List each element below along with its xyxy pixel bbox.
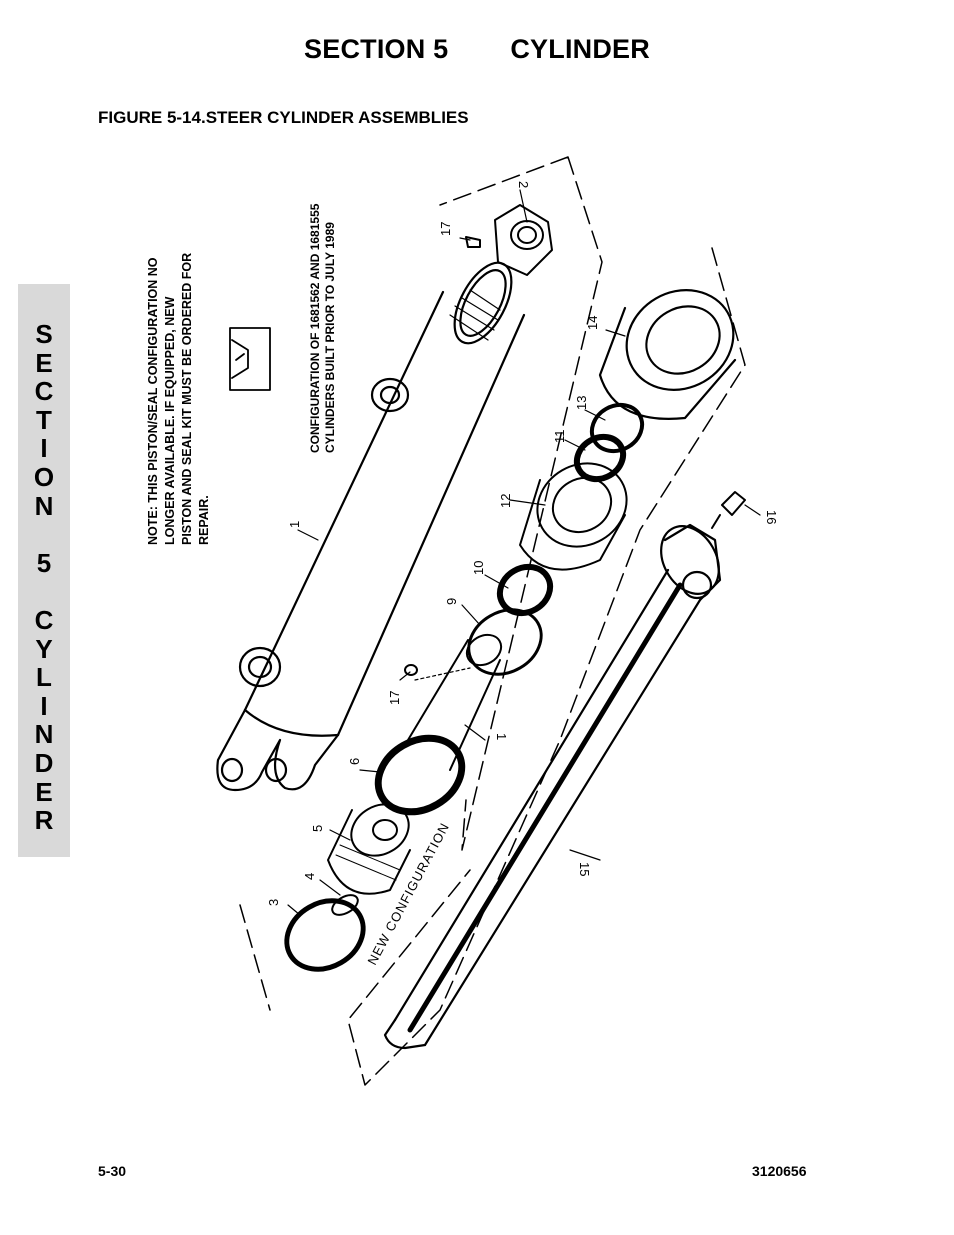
callout-2: 2 — [516, 181, 531, 188]
figure-title: FIGURE 5-14.STEER CYLINDER ASSEMBLIES — [98, 108, 469, 127]
piston-5-part — [327, 803, 411, 895]
section-number: SECTION 5 — [304, 34, 449, 64]
callout-1-barrel: 1 — [287, 521, 302, 528]
leader-lines — [287, 189, 761, 916]
callout-16: 16 — [764, 510, 779, 524]
callout-11: 11 — [552, 430, 567, 444]
callout-3: 3 — [266, 899, 281, 906]
side-tab-letter: R — [34, 805, 54, 836]
barrel-part — [216, 261, 526, 792]
note-text-block: NOTE: THIS PISTON/SEAL CONFIGURATION NO … — [146, 253, 211, 545]
callout-17-lower: 17 — [387, 691, 402, 705]
side-tab-letter: C — [34, 376, 54, 407]
callout-6: 6 — [347, 758, 362, 765]
page-header: SECTION 5 CYLINDER — [0, 34, 954, 65]
document-number: 3120656 — [752, 1163, 807, 1179]
grease-fitting-16-part — [711, 491, 746, 529]
note-line-1: NOTE: THIS PISTON/SEAL CONFIGURATION NO — [146, 257, 160, 545]
fitting-17-lower — [404, 664, 418, 676]
rod-15-part — [383, 523, 722, 1050]
note-line-4: REPAIR. — [197, 495, 211, 545]
piston-12-part — [519, 462, 628, 571]
callout-13: 13 — [574, 396, 589, 410]
callout-1-tube: 1 — [494, 733, 509, 740]
ring-4-part — [331, 894, 359, 916]
page-number: 5-30 — [98, 1163, 127, 1179]
head-part — [598, 289, 737, 420]
config-outline-dashed — [239, 156, 603, 1011]
side-tab-letter: S — [35, 319, 53, 349]
side-tab-letter: Y — [35, 633, 53, 664]
seal-13-part — [589, 402, 645, 454]
callout-9: 9 — [444, 598, 459, 605]
note-line-2: LONGER AVAILABLE. IF EQUIPPED, NEW — [163, 296, 177, 545]
side-tab-letter: 5 — [36, 547, 52, 578]
callout-4: 4 — [302, 873, 317, 880]
section-title: CYLINDER — [510, 34, 650, 64]
side-tab-letter: D — [34, 747, 54, 778]
config-line-2: CYLINDERS BUILT PRIOR TO JULY 1989 — [323, 222, 337, 453]
callout-numbers: 2 17 1 14 13 11 12 10 9 17 1 6 5 4 3 16 … — [266, 181, 779, 906]
config-text-block: CONFIGURATION OF 1681562 AND 1681555 CYL… — [308, 203, 337, 453]
side-tab-letter: I — [40, 690, 48, 721]
side-tab-letter: E — [35, 347, 53, 378]
callout-5: 5 — [310, 825, 325, 832]
side-tab-letter: T — [36, 404, 52, 435]
side-tab-letter: O — [33, 461, 55, 492]
seal-11-part — [573, 433, 627, 483]
side-tab-letter: N — [34, 719, 54, 750]
seal-10-part — [496, 563, 554, 617]
callout-10: 10 — [471, 561, 486, 575]
note-line-3: PISTON AND SEAL KIT MUST BE ORDERED FOR — [180, 253, 194, 545]
callout-17-upper: 17 — [438, 222, 453, 236]
config-line-1: CONFIGURATION OF 1681562 AND 1681555 — [308, 203, 322, 453]
side-tab-letter: L — [36, 662, 52, 693]
new-config-outline-dashed — [347, 247, 746, 1086]
seal-6-part — [374, 734, 466, 816]
side-tab-letter: N — [34, 490, 54, 521]
callout-14: 14 — [585, 316, 600, 330]
seal-profile-inset — [229, 327, 271, 391]
side-tab-letter: C — [34, 604, 54, 635]
fitting-17-upper — [465, 236, 481, 248]
ring-9-part — [467, 608, 543, 676]
seal-3-part — [284, 898, 366, 972]
side-tab-letter: I — [40, 433, 48, 464]
nut-part — [494, 204, 553, 276]
callout-12: 12 — [498, 494, 513, 508]
side-tab-letter: E — [35, 776, 53, 807]
callout-15: 15 — [577, 862, 592, 876]
